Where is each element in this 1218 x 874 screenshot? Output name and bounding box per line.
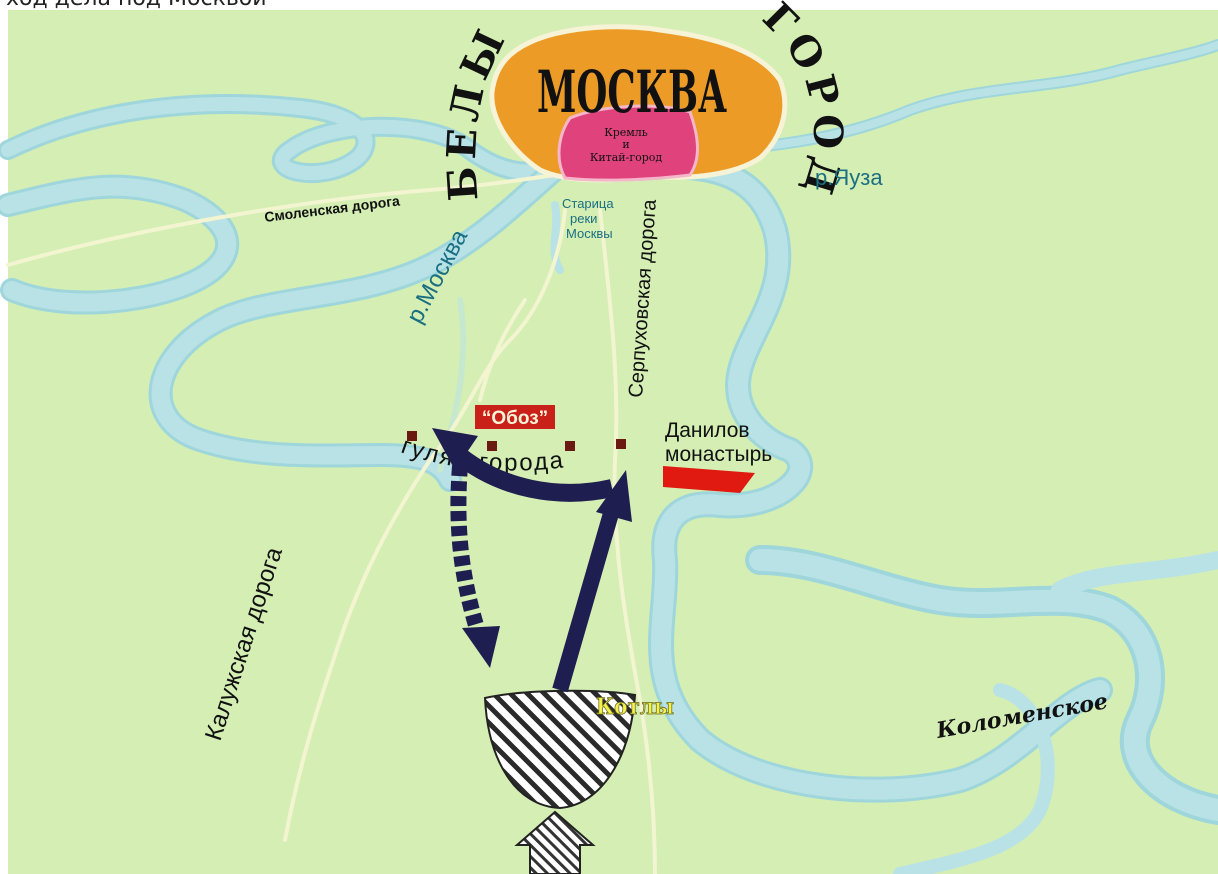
approach-arrow-icon xyxy=(514,810,596,874)
roads xyxy=(6,173,657,874)
staritsa-label-2: реки xyxy=(570,211,597,226)
kotly-label: Котлы xyxy=(596,694,674,720)
moskva-river xyxy=(0,39,1218,874)
kremlin-label-3: Китай-город xyxy=(590,151,663,164)
retreat-arrow-icon xyxy=(450,465,500,668)
kremlin-area xyxy=(557,104,699,182)
staritsa-label-1: Старица xyxy=(562,196,614,211)
serpukhov-road-line xyxy=(598,208,657,874)
moscow-label: МОСКВА xyxy=(537,58,727,126)
danilov-monastery-marker xyxy=(663,466,755,493)
flank-arrow-icon xyxy=(432,428,615,502)
kremlin-label-2: и xyxy=(622,138,629,151)
oboz-marker xyxy=(475,405,555,429)
attack-arrow-icon xyxy=(552,470,632,693)
gulyay-gorod-markers xyxy=(407,431,626,451)
smolensk-road-line xyxy=(6,173,557,267)
page-caption: ход дела под Москвой xyxy=(6,0,267,11)
yauza-label: р.Яуза xyxy=(815,165,883,190)
kaluga-road-line xyxy=(283,208,567,842)
danilov-label-1: Данилов xyxy=(665,419,750,442)
minor-road-line xyxy=(478,298,527,402)
tatar-army-position xyxy=(483,689,637,810)
kremlin-label-1: Кремль xyxy=(604,126,648,139)
staritsa-label-3: Москвы xyxy=(566,226,613,241)
danilov-label-2: монастырь xyxy=(665,443,772,466)
oboz-label: “Обоз” xyxy=(482,408,548,429)
